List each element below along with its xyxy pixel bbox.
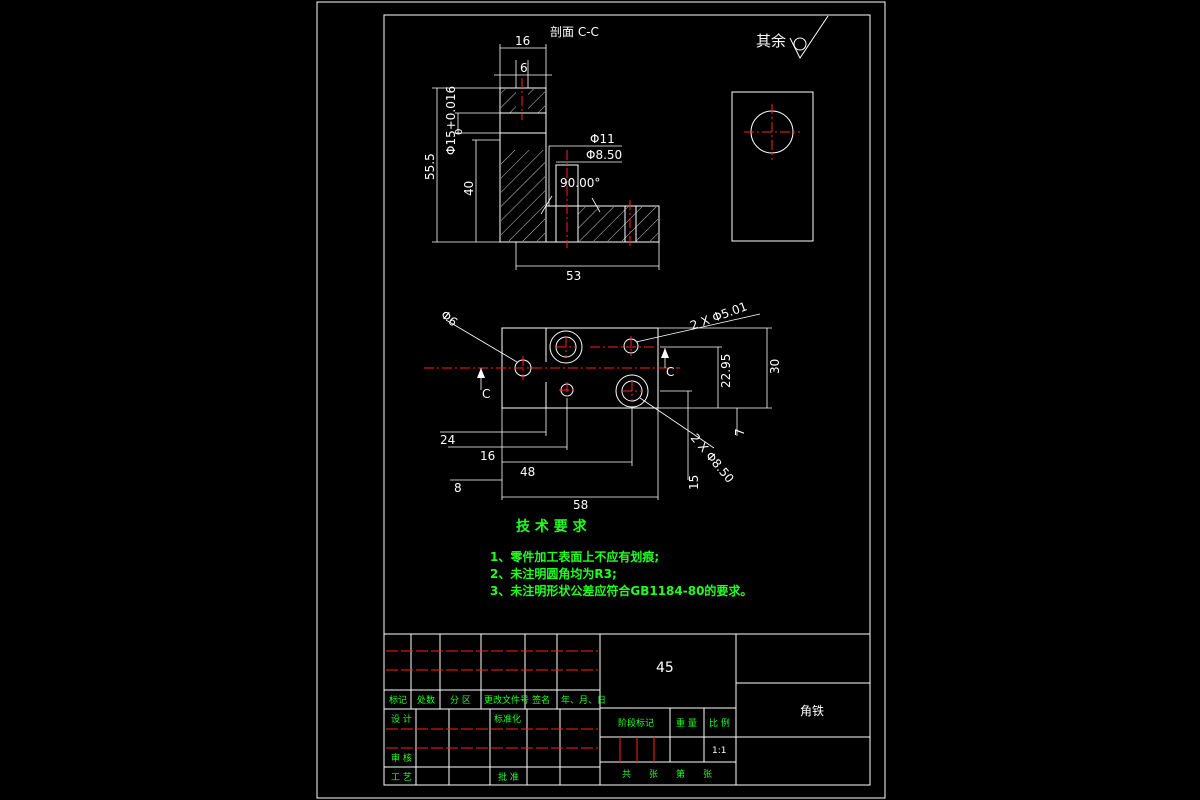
section-dim-lines [432, 44, 660, 270]
header-count: 处数 [417, 694, 435, 706]
review-label: 审 核 [391, 752, 412, 764]
base-hatch-right [578, 207, 658, 241]
approve-label: 批 准 [498, 771, 519, 783]
stage-mark-label: 阶段标记 [618, 717, 654, 729]
header-doc: 更改文件号 [484, 694, 529, 706]
section-title: 剖面 C-C [550, 25, 599, 39]
dim-hole-11: Φ11 [590, 132, 615, 146]
title-block-red-rows [386, 650, 598, 749]
title-block [383, 633, 871, 786]
dim-height-40: 40 [462, 181, 476, 196]
section-mark-left: C [482, 387, 490, 401]
dim-hole-850: Φ8.50 [586, 148, 622, 162]
plan-dim-lines [440, 313, 772, 500]
scale-label: 比 例 [709, 717, 730, 729]
tech-item-1: 1、零件加工表面上不应有划痕; [490, 549, 659, 564]
dim-bore-tol-low: 0 [454, 129, 465, 135]
dim-base-length: 53 [566, 269, 581, 283]
title-block-red-marks [619, 737, 655, 762]
post-top-hatch-right [528, 89, 545, 113]
process-label: 工 艺 [391, 772, 412, 783]
scale-value: 1:1 [712, 746, 726, 756]
section-mark-right: C [666, 365, 674, 379]
section-view [499, 87, 660, 243]
post-hatch [501, 150, 545, 241]
dim-24: 24 [440, 433, 455, 447]
post-body [499, 87, 547, 243]
dim-top-width: 16 [515, 34, 530, 48]
standardization-label: 标准化 [494, 713, 521, 725]
tech-title: 技 术 要 求 [516, 518, 588, 535]
dim-total-height: 55.5 [423, 153, 437, 180]
design-label: 设 计 [391, 713, 412, 725]
header-zone: 分 区 [450, 695, 471, 706]
sheets-label: 共 张 第 张 [622, 768, 712, 780]
outer-border [316, 1, 886, 799]
dim-bore-tol: Φ15+0.016 [444, 86, 458, 155]
right-view [731, 91, 814, 242]
section-dim-text: 剖面 C-C 16 6 53 Φ11 Φ8.50 90.00° 55.5 40 … [423, 25, 622, 283]
weight-label: 重 量 [676, 717, 697, 729]
dim-30: 30 [768, 359, 782, 374]
section-arrow-left-icon [477, 368, 485, 378]
tech-item-2: 2、未注明圆角均为R3; [490, 566, 617, 581]
dim-angle: 90.00° [560, 176, 600, 190]
header-mark: 标记 [389, 694, 407, 706]
plan-hole-upper-large-outer [549, 330, 583, 364]
tech-requirements: 技 术 要 求 1、零件加工表面上不应有划痕; 2、未注明圆角均为R3; 3、未… [490, 518, 752, 598]
base-body [545, 205, 660, 243]
header-sign: 签名 [532, 694, 550, 706]
plan-view [501, 327, 659, 409]
tech-item-3: 3、未注明形状公差应符合GB1184-80的要求。 [490, 583, 752, 598]
dim-16: 16 [480, 449, 495, 463]
title-block-text: 45 角铁 标记 处数 分 区 更改文件号 签名 年、月、日 设 计 标准化 审… [389, 660, 824, 783]
post-top-hatch-left [501, 89, 516, 113]
dim-48: 48 [520, 465, 535, 479]
dim-slot-width: 6 [520, 61, 528, 75]
dim-2295: 22.95 [719, 354, 733, 388]
dim-15: 15 [687, 475, 701, 490]
plan-center-lines [424, 336, 680, 401]
dim-8: 8 [454, 481, 462, 495]
section-center-lines [521, 78, 631, 248]
right-view-body [731, 91, 814, 242]
roughness-symbol-icon [789, 15, 829, 59]
section-arrow-right-icon [661, 348, 669, 358]
part-name: 角铁 [800, 704, 824, 718]
material: 45 [656, 660, 674, 676]
roughness-note: 其余 [756, 15, 829, 59]
dim-58: 58 [573, 498, 588, 512]
header-date: 年、月、日 [561, 694, 606, 706]
roughness-label: 其余 [756, 32, 786, 50]
dim-7: 7 [733, 428, 747, 436]
